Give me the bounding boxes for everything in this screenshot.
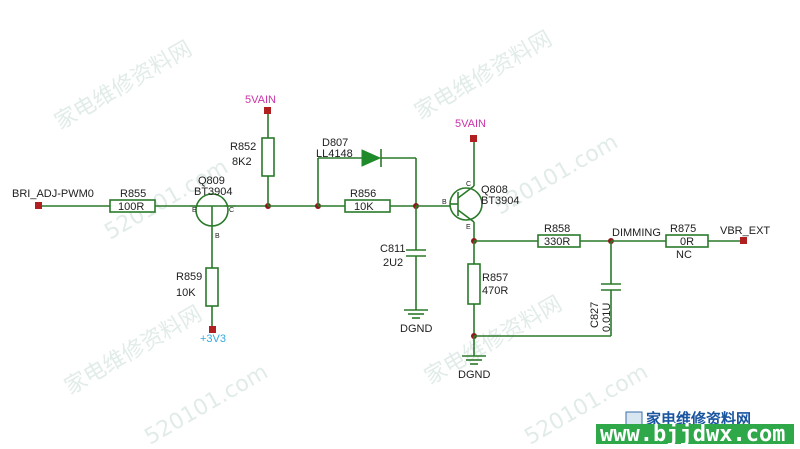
net-label-output: VBR_EXT bbox=[720, 225, 770, 237]
resistor-r859 bbox=[205, 267, 219, 307]
net-label-dimming: DIMMING bbox=[612, 227, 661, 239]
input-connector-pad bbox=[35, 202, 42, 209]
r858-value: 330R bbox=[544, 236, 570, 248]
q809-pin-e: E bbox=[192, 207, 197, 214]
q808-emitter-diag bbox=[457, 209, 475, 223]
watermark-cn-1: 家电维修资料网 bbox=[51, 37, 197, 136]
r875-ref: R875 bbox=[670, 223, 696, 235]
ground-symbol-right bbox=[462, 355, 486, 365]
r859-value: 10K bbox=[176, 287, 196, 299]
site-url-bg bbox=[596, 424, 794, 444]
transistor-q809 bbox=[190, 193, 236, 230]
d807-value: LL4148 bbox=[316, 148, 353, 160]
r852-value: 8K2 bbox=[232, 156, 252, 168]
d807-ref: D807 bbox=[322, 137, 348, 149]
q808-ref: Q808 bbox=[481, 184, 508, 196]
r875-value: 0R bbox=[680, 236, 694, 248]
site-watermark: 家电维修资料网 www.bjjdwx.com bbox=[596, 410, 794, 447]
pwr-3v3-pad bbox=[209, 326, 216, 333]
site-url: www.bjjdwx.com bbox=[600, 422, 785, 447]
pwr-5vain-right-label: 5VAIN bbox=[455, 118, 486, 130]
r856-ref: R856 bbox=[350, 188, 376, 200]
c811-value: 2U2 bbox=[383, 257, 403, 269]
watermark-url-3: 520101.com bbox=[141, 360, 273, 449]
r856-value: 10K bbox=[354, 201, 374, 213]
site-brand: 家电维修资料网 bbox=[646, 410, 751, 428]
watermark-cn-2: 家电维修资料网 bbox=[411, 27, 557, 126]
q809-ref: Q809 bbox=[198, 175, 225, 187]
r875-note: NC bbox=[676, 249, 692, 261]
q809-value: BT3904 bbox=[194, 186, 233, 198]
pwr-3v3-label: +3V3 bbox=[200, 333, 226, 345]
r858-ref: R858 bbox=[544, 223, 570, 235]
r857-ref: R857 bbox=[482, 272, 508, 284]
pwr-5vain-left-pad bbox=[264, 107, 271, 114]
q808-pin-e: E bbox=[466, 224, 471, 231]
watermark-cn-3: 家电维修资料网 bbox=[61, 302, 207, 401]
resistor-r852 bbox=[261, 137, 275, 177]
diode-d807 bbox=[361, 149, 382, 167]
q808-pin-c: C bbox=[466, 181, 471, 188]
r852-ref: R852 bbox=[230, 141, 256, 153]
q808-value: BT3904 bbox=[481, 195, 520, 207]
q808-collector-diag bbox=[457, 185, 475, 199]
c827-value: 0.01U bbox=[601, 303, 613, 332]
net-label-input: BRI_ADJ-PWM0 bbox=[12, 188, 94, 200]
r859-ref: R859 bbox=[176, 271, 202, 283]
transistor-q808 bbox=[449, 185, 483, 223]
pwr-5vain-right-pad bbox=[470, 135, 477, 142]
ground-symbol-mid bbox=[404, 309, 428, 319]
resistor-r857 bbox=[467, 263, 481, 305]
gnd-mid-label: DGND bbox=[400, 323, 432, 335]
pwr-5vain-left-label: 5VAIN bbox=[245, 94, 276, 106]
r855-ref: R855 bbox=[120, 188, 146, 200]
output-connector-pad bbox=[740, 237, 747, 244]
c811-ref: C811 bbox=[380, 243, 405, 255]
gnd-right-label: DGND bbox=[458, 369, 490, 381]
r855-value: 100R bbox=[118, 201, 144, 213]
q808-pin-b: B bbox=[442, 199, 447, 206]
q809-pin-b: B bbox=[215, 233, 220, 240]
c827-ref: C827 bbox=[589, 302, 601, 328]
watermark-cn-4: 家电维修资料网 bbox=[421, 292, 567, 391]
q809-pin-c: C bbox=[229, 207, 234, 214]
r857-value: 470R bbox=[482, 285, 508, 297]
